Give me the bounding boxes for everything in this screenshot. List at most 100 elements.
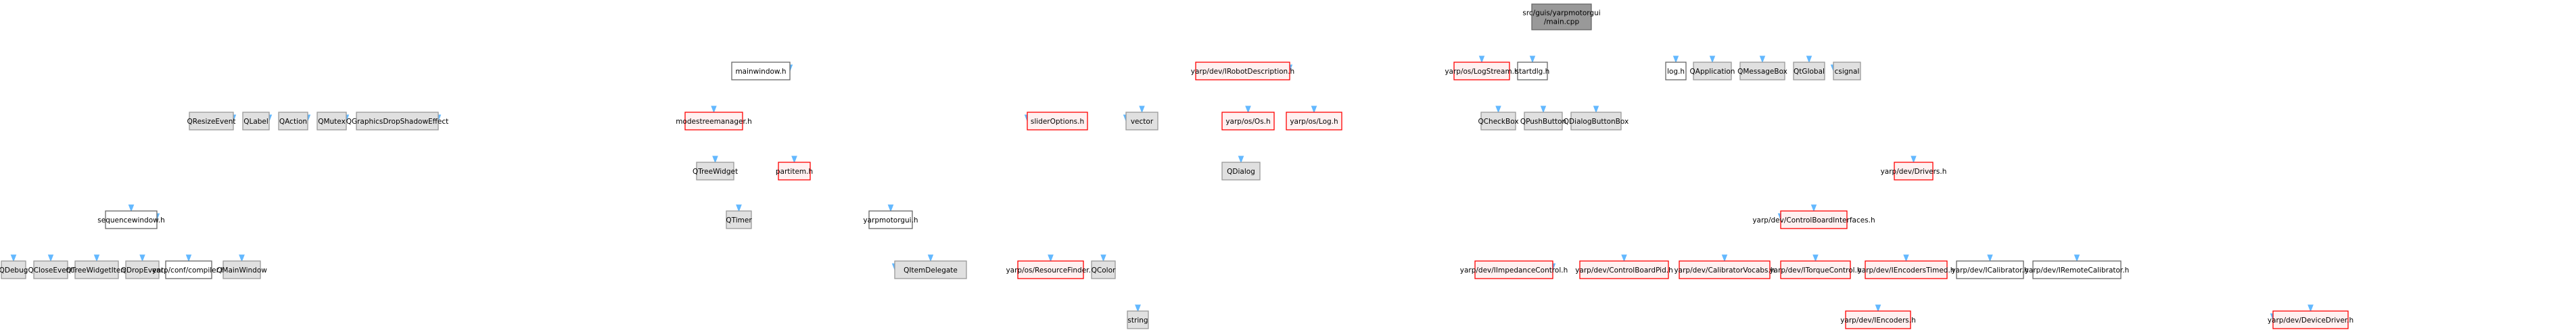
node-label: modestreemanager.h (676, 118, 752, 126)
arrowhead-icon (1812, 254, 1819, 262)
node-qdialog[interactable]: QDialog (1221, 162, 1261, 181)
node-qdebug[interactable]: QDebug (0, 260, 28, 279)
node-qtreewidget[interactable]: QTreeWidget (693, 162, 738, 181)
node-compiler[interactable]: yarp/conf/compiler.h (152, 260, 225, 279)
arrowhead-icon (1709, 55, 1716, 64)
node-modestree[interactable]: modestreemanager.h (676, 112, 752, 131)
node-label: yarp/dev/ITorqueControl.h (1769, 266, 1861, 275)
arrowhead-icon (47, 254, 54, 262)
arrowhead-icon (1478, 55, 1485, 64)
edge-logstream-to-osos (1245, 105, 1251, 114)
node-iencoders[interactable]: yarp/dev/IEncoders.h (1840, 310, 1916, 329)
node-label: QDialogButtonBox (1564, 118, 1629, 126)
node-qitemdelegate[interactable]: QItemDelegate (894, 260, 967, 279)
node-qapplication[interactable]: QApplication (1690, 62, 1735, 80)
node-box (1679, 260, 1771, 279)
node-logh[interactable]: log.h (1665, 62, 1687, 80)
node-osos[interactable]: yarp/os/Os.h (1221, 112, 1275, 131)
node-label: QTimer (726, 216, 752, 224)
node-label: yarpmotorgui.h (863, 216, 918, 224)
node-qpushbutton[interactable]: QPushButton (1520, 112, 1566, 131)
node-qaction[interactable]: QAction (278, 112, 308, 131)
arrowhead-icon (2308, 304, 2314, 312)
node-devicedriver[interactable]: yarp/dev/DeviceDriver.h (2268, 310, 2353, 329)
node-label: QAction (279, 118, 307, 126)
edge-modestree-to-string (1135, 304, 1141, 312)
node-iremotecal[interactable]: yarp/dev/IRemoteCalibrator.h (2025, 260, 2130, 279)
node-calibvocabs[interactable]: yarp/dev/CalibratorVocabs.h (1674, 260, 1775, 279)
node-csignal[interactable]: csignal (1833, 62, 1861, 80)
node-qresizeevent[interactable]: QResizeEvent (187, 112, 236, 131)
node-qmessagebox[interactable]: QMessageBox (1737, 62, 1787, 80)
arrowhead-icon (2074, 254, 2080, 262)
node-qtimer[interactable]: QTimer (726, 210, 752, 229)
node-label: QPushButton (1520, 118, 1566, 126)
node-logstream[interactable]: yarp/os/LogStream.h (1445, 62, 1519, 80)
node-cbi[interactable]: yarp/dev/ControlBoardInterfaces.h (1752, 210, 1875, 229)
node-cbpid[interactable]: yarp/dev/ControlBoardPid.h (1575, 260, 1673, 279)
node-vector[interactable]: vector (1125, 112, 1158, 131)
node-qcolor[interactable]: QColor (1091, 260, 1116, 279)
node-box (1195, 62, 1290, 80)
arrowhead-icon (1540, 105, 1547, 114)
node-slideroptions[interactable]: sliderOptions.h (1027, 112, 1088, 131)
node-box (223, 260, 261, 279)
node-resourcefinder[interactable]: yarp/os/ResourceFinder.h (1006, 260, 1096, 279)
node-qdialogbuttonbox[interactable]: QDialogButtonBox (1564, 112, 1629, 131)
node-qtreewidgetitem[interactable]: QTreeWidgetItem (66, 260, 128, 279)
node-main[interactable]: src/guis/yarpmotorgui/main.cpp (1522, 3, 1601, 30)
node-box (2032, 260, 2122, 279)
edge-main-to-qtglobal (1806, 55, 1812, 64)
node-qgraphics[interactable]: QGraphicsDropShadowEffect (346, 112, 449, 131)
node-enctimed[interactable]: yarp/dev/IEncodersTimed.h (1858, 260, 1955, 279)
edge-resourcefinder-to-string (1135, 304, 1141, 312)
node-drivers[interactable]: yarp/dev/Drivers.h (1881, 162, 1947, 181)
node-qmutex[interactable]: QMutex (317, 112, 347, 131)
edge-yarpmotorgui-to-qcolor (1100, 254, 1106, 262)
node-box (1453, 62, 1510, 80)
edge-mainwindow-to-qtimer (736, 204, 742, 212)
node-string[interactable]: string (1127, 310, 1149, 329)
node-yarpmotorgui[interactable]: yarpmotorgui.h (863, 210, 918, 229)
node-oslog[interactable]: yarp/os/Log.h (1286, 112, 1342, 131)
node-qdropevent[interactable]: QDropEvent (121, 260, 164, 279)
node-box (1125, 112, 1158, 131)
node-partitem[interactable]: partitem.h (776, 162, 813, 181)
arrowhead-icon (185, 254, 192, 262)
node-label: QResizeEvent (187, 118, 236, 126)
arrowhead-icon (1987, 254, 1993, 262)
edge-partitem-to-sequencewindow (154, 213, 160, 221)
edge-logstream-to-oslog (1311, 105, 1317, 114)
node-box (125, 260, 160, 279)
edge-main-to-qapplication (1709, 55, 1716, 64)
node-mainwindow[interactable]: mainwindow.h (731, 62, 791, 80)
node-qtglobal[interactable]: QtGlobal (1793, 62, 1825, 80)
node-robotdesc[interactable]: yarp/dev/IRobotDescription.h (1191, 62, 1294, 80)
node-impedance[interactable]: yarp/dev/IImpedanceControl.h (1460, 260, 1568, 279)
node-label: src/guis/yarpmotorgui (1522, 9, 1600, 18)
node-box (1845, 310, 1911, 329)
edge-mainwindow-to-modestree (711, 105, 717, 114)
node-qmainwindow[interactable]: QMainWindow (216, 260, 267, 279)
node-label: QDropEvent (121, 266, 164, 275)
node-label: yarp/dev/Drivers.h (1881, 168, 1947, 176)
arrowhead-icon (239, 254, 245, 262)
node-label: yarp/dev/DeviceDriver.h (2268, 316, 2353, 325)
node-icalibrator[interactable]: yarp/dev/ICalibrator.h (1951, 260, 2029, 279)
node-qcheckbox[interactable]: QCheckBox (1478, 112, 1519, 131)
node-sequencewindow[interactable]: sequencewindow.h (97, 210, 165, 229)
edge-startdlg-to-qdialogbuttonbox (1593, 105, 1599, 114)
edge-modestree-to-partitem (791, 156, 797, 164)
node-box (1480, 112, 1516, 131)
node-label: QtGlobal (1794, 68, 1825, 76)
node-qlabel[interactable]: QLabel (242, 112, 270, 131)
node-qcloseevent[interactable]: QCloseEvent (28, 260, 74, 279)
node-torque[interactable]: yarp/dev/ITorqueControl.h (1769, 260, 1862, 279)
edge-main-to-logstream (1478, 55, 1485, 64)
node-label: partitem.h (776, 168, 813, 176)
node-startdlg[interactable]: startdlg.h (1516, 62, 1550, 80)
node-label: yarp/dev/IImpedanceControl.h (1460, 266, 1568, 275)
edge-main-to-mainwindow (787, 64, 793, 72)
edges-layer (10, 55, 2314, 321)
edge-robotdesc-to-vector (1139, 105, 1145, 114)
